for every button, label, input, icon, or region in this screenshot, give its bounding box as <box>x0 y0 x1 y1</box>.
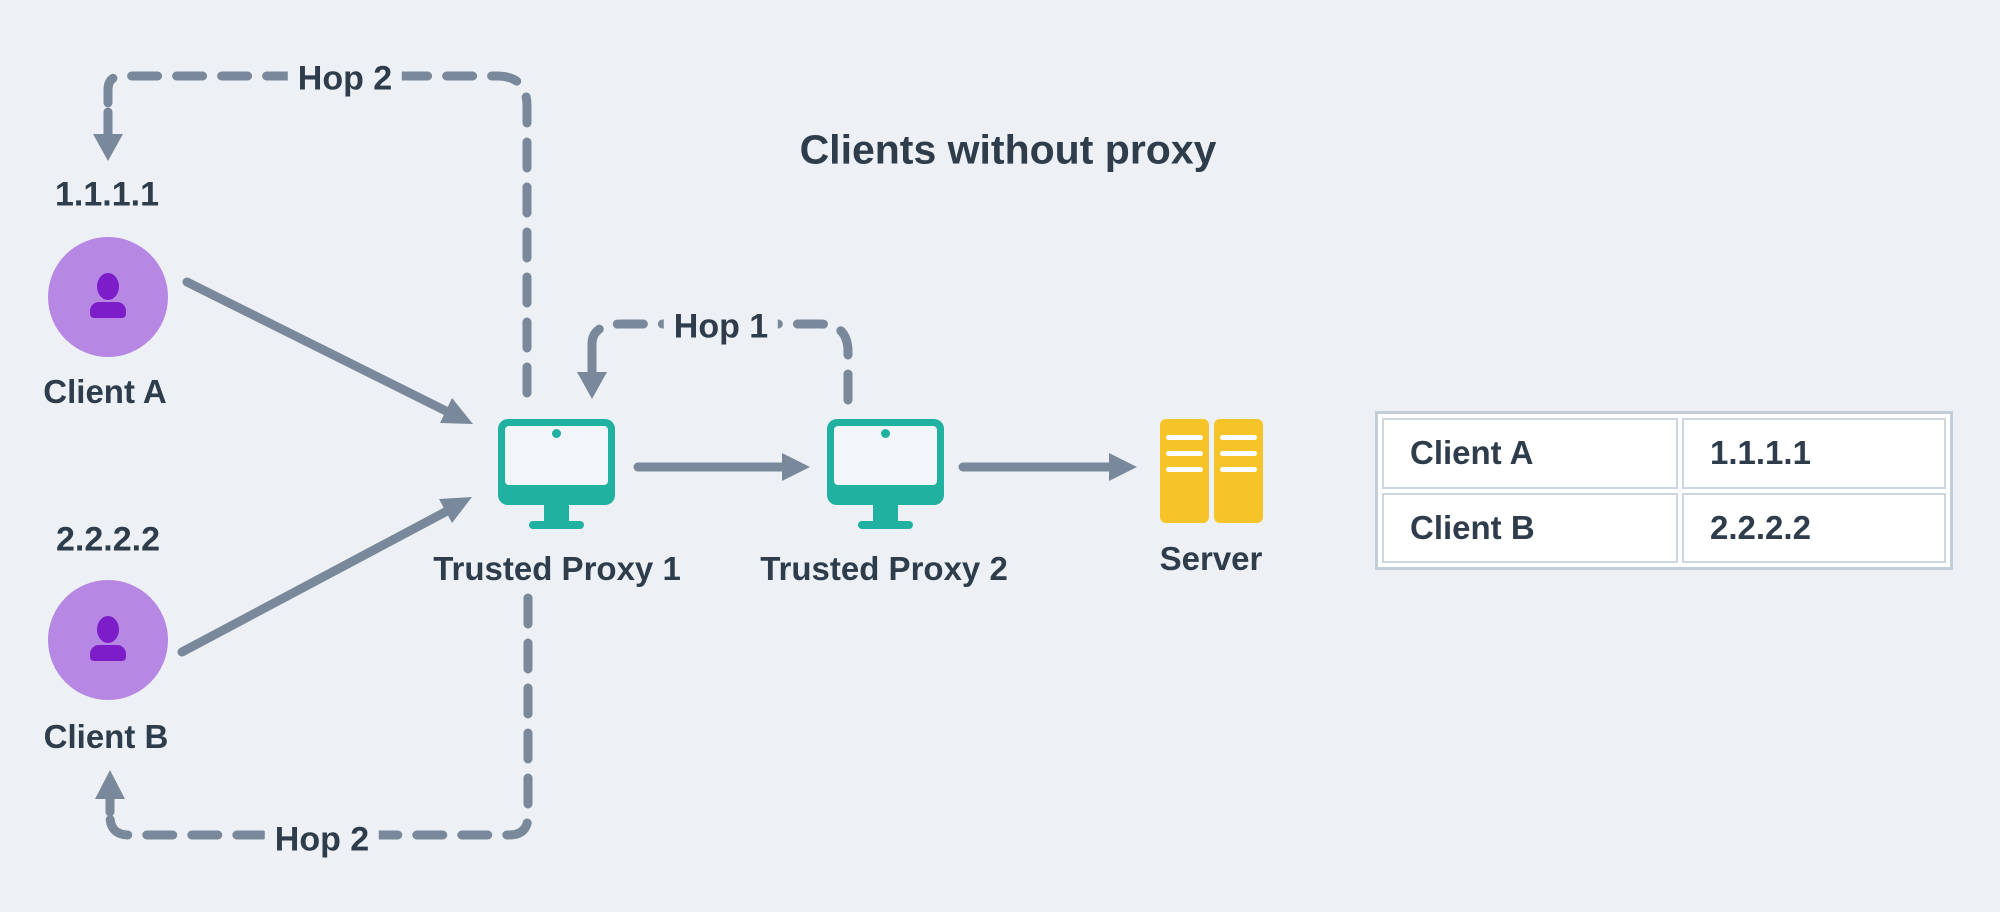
monitor-icon <box>827 419 944 529</box>
server-tower <box>1160 419 1209 523</box>
user-icon-head <box>97 273 119 300</box>
user-icon-head <box>97 616 119 643</box>
client-b-avatar <box>48 580 168 700</box>
client-b-ip-label: 2.2.2.2 <box>56 520 160 559</box>
server-stripe <box>1166 451 1203 456</box>
monitor-camera-dot <box>552 429 561 438</box>
diagram-title: Clients without proxy <box>799 126 1217 173</box>
server-stripe <box>1220 467 1257 472</box>
user-icon-body <box>90 645 126 661</box>
proxy1-label: Trusted Proxy 1 <box>433 549 681 587</box>
proxy2-label: Trusted Proxy 2 <box>760 549 1008 587</box>
monitor-stand-neck <box>873 504 898 521</box>
table-cell-ip-b: 2.2.2.2 <box>1682 492 1946 563</box>
client-a-label: Client A <box>43 372 167 410</box>
hop2-bottom-path <box>95 593 533 840</box>
hop2-top-label: Hop 2 <box>287 57 403 101</box>
monitor-screen <box>498 419 615 505</box>
server-icon <box>1160 419 1263 523</box>
monitor-glass <box>834 426 937 485</box>
client-a-ip-label: 1.1.1.1 <box>55 175 159 214</box>
table-cell-client-b: Client B <box>1382 492 1678 563</box>
monitor-stand-base <box>529 521 584 529</box>
server-stripe <box>1220 451 1257 456</box>
monitor-screen <box>827 419 944 505</box>
user-icon-body <box>90 302 126 318</box>
monitor-icon <box>498 419 615 529</box>
server-label: Server <box>1159 539 1263 577</box>
monitor-glass <box>505 426 608 485</box>
client-b-label: Client B <box>43 717 169 755</box>
server-stripe <box>1166 467 1203 472</box>
server-tower <box>1214 419 1263 523</box>
ip-mapping-table: Client A 1.1.1.1 Client B 2.2.2.2 <box>1375 411 1953 570</box>
table-cell-ip-a: 1.1.1.1 <box>1682 418 1946 489</box>
arrow-proxy2-to-server <box>958 453 1137 481</box>
server-stripe <box>1166 435 1203 440</box>
client-a-avatar <box>48 237 168 357</box>
monitor-camera-dot <box>881 429 890 438</box>
monitor-stand-neck <box>544 504 569 521</box>
hop1-label: Hop 1 <box>663 305 779 349</box>
table-cell-client-a: Client A <box>1382 418 1678 489</box>
monitor-stand-base <box>858 521 913 529</box>
arrow-client-b-to-proxy1 <box>177 497 472 657</box>
hop2-bottom-label: Hop 2 <box>264 818 380 862</box>
arrow-proxy1-to-proxy2 <box>633 453 810 481</box>
arrow-client-a-to-proxy1 <box>182 277 473 424</box>
server-stripe <box>1220 435 1257 440</box>
